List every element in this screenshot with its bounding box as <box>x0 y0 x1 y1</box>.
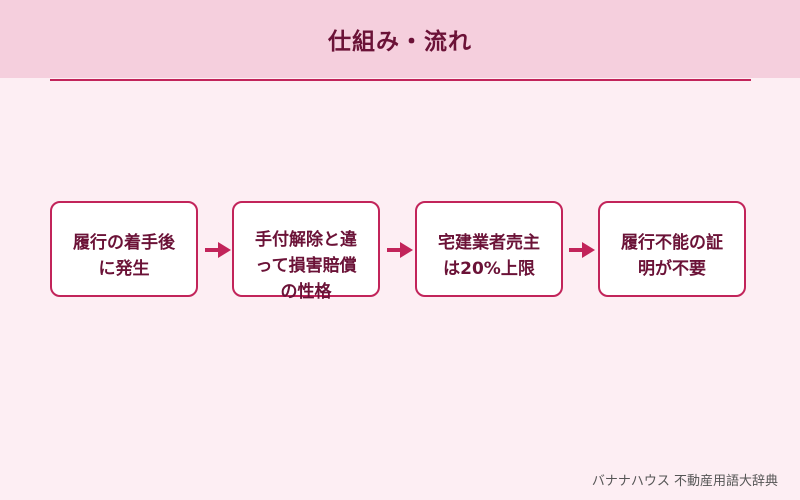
step-3-text: 宅建業者売主 は20%上限 <box>423 230 555 282</box>
step-1-line-2: に発生 <box>98 259 150 279</box>
step-box-3: 宅建業者売主 は20%上限 <box>415 201 563 297</box>
footer-credit: バナナハウス 不動産用語大辞典 <box>591 474 778 489</box>
step-4-line-2: 明が不要 <box>638 259 706 279</box>
arrow-right-icon <box>569 242 595 258</box>
step-3-line-2: は20%上限 <box>443 259 535 279</box>
step-2-line-3: の性格 <box>280 282 332 302</box>
title-divider <box>50 79 751 81</box>
step-1-line-1: 履行の着手後 <box>73 233 175 253</box>
step-box-1: 履行の着手後 に発生 <box>50 201 198 297</box>
page-title: 仕組み・流れ <box>328 29 472 55</box>
arrow-right-icon <box>205 242 231 258</box>
step-3-line-1: 宅建業者売主 <box>438 233 540 253</box>
header-band <box>0 0 800 78</box>
arrow-right-icon <box>387 242 413 258</box>
step-4-text: 履行不能の証 明が不要 <box>606 230 738 282</box>
step-2-text: 手付解除と違 って損害賠償 の性格 <box>240 227 372 305</box>
step-1-text: 履行の着手後 に発生 <box>58 230 190 282</box>
step-box-4: 履行不能の証 明が不要 <box>598 201 746 297</box>
step-box-2: 手付解除と違 って損害賠償 の性格 <box>232 201 380 302</box>
step-4-line-1: 履行不能の証 <box>621 233 723 253</box>
step-2-line-2: って損害賠償 <box>255 256 357 276</box>
step-2-line-1: 手付解除と違 <box>255 230 357 250</box>
